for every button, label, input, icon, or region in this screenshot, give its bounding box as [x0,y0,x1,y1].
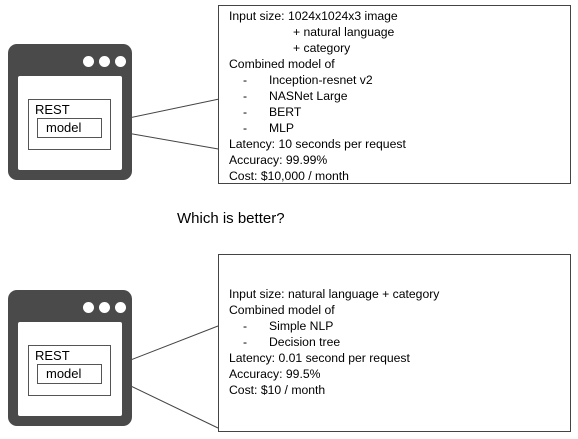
input-size-text: Input size: 1024x1024x3 image [229,9,398,23]
bullet: - [243,335,248,349]
top-rest-label: REST [35,102,70,117]
bullet: - [243,105,248,119]
accuracy-text: Accuracy: 99.5% [229,367,321,381]
model-item: NASNet Large [269,89,348,103]
latency-text: Latency: 0.01 second per request [229,351,410,365]
input-size-text: Input size: natural language + category [229,287,440,301]
bullet: - [243,319,248,333]
combined-model-text: Combined model of [229,303,335,317]
top-model-box: model [37,118,102,138]
window-dot [99,302,110,313]
bullet: - [243,89,248,103]
combined-model-text: Combined model of [229,57,335,71]
model-item: MLP [269,121,295,135]
model-item: Simple NLP [269,319,334,333]
cost-text: Cost: $10 / month [229,383,326,397]
bottom-rest-label: REST [35,348,70,363]
model-item: BERT [269,105,302,119]
top-details-callout: Input size: 1024x1024x3 image + natural … [218,5,571,184]
window-dot [83,56,94,67]
cost-text: Cost: $10,000 / month [229,169,349,183]
model-item: Decision tree [269,335,341,349]
accuracy-text: Accuracy: 99.99% [229,153,328,167]
input-extra-text: + natural language [293,25,395,39]
comparison-question: Which is better? [177,210,285,227]
bottom-details-callout: Input size: natural language + category … [218,254,571,432]
latency-text: Latency: 10 seconds per request [229,137,406,151]
window-dot [115,56,126,67]
window-dot [99,56,110,67]
bullet: - [243,121,248,135]
model-item: Inception-resnet v2 [269,73,373,87]
window-dot [115,302,126,313]
input-extra-text: + category [293,41,351,55]
bottom-model-box: model [37,364,102,384]
window-dot [83,302,94,313]
bullet: - [243,73,248,87]
